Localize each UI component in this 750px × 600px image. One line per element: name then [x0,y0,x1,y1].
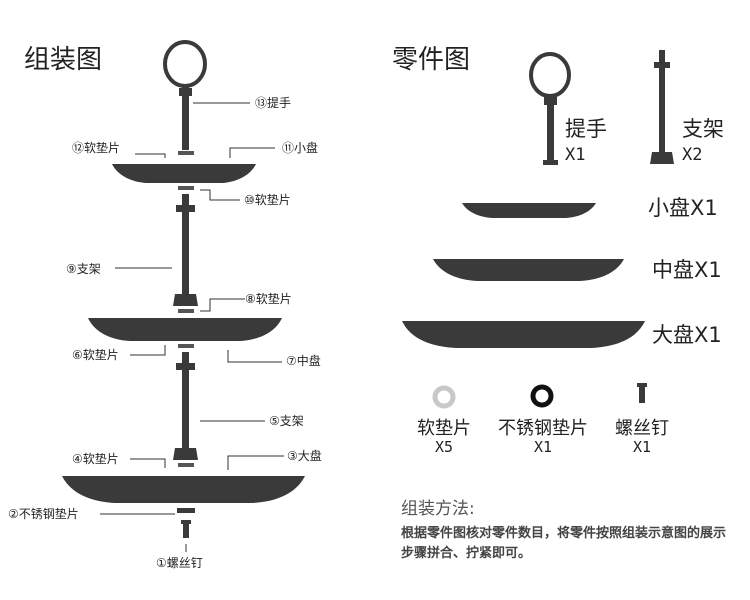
part-steel-washer-name: 不锈钢垫片 [498,418,588,439]
assembly-drawing [62,40,305,538]
assembled-large-plate [62,476,305,503]
part-screw-name: 螺丝钉 [615,418,669,439]
callout-washer-8: ⑧软垫片 [245,292,292,306]
part-handle-name: 提手 [565,117,607,141]
callout-handle: ⑬提手 [255,96,292,110]
assembled-steel-washer [177,508,195,513]
part-soft-washer-qty: X5 [434,438,454,456]
part-medium-plate-label: 中盘X1 [652,258,722,282]
part-stand-name: 支架 [682,117,724,141]
assembled-upper-stand [173,194,198,306]
part-steel-washer [530,384,554,408]
assembled-washer-8 [178,309,194,313]
callout-small-plate: ⑪小盘 [282,141,319,155]
callout-steel-washer: ②不锈钢垫片 [8,507,79,521]
assembled-washer-4 [178,463,194,467]
assembled-lower-stand [173,352,198,460]
assembled-medium-plate [88,318,282,341]
callout-washer-10: ⑩软垫片 [244,193,291,207]
part-soft-washer-name: 软垫片 [417,418,471,439]
parts-title: 零件图 [392,45,471,75]
part-medium-plate [433,259,624,281]
part-screw-qty: X1 [632,438,652,456]
part-handle [529,52,571,165]
assembled-washer-10 [178,186,194,190]
callout-washer-12: ⑫软垫片 [72,141,121,155]
callout-stand-9: ⑨支架 [66,262,101,276]
leader-lines [100,102,284,552]
assembly-title: 组装图 [24,45,103,75]
part-small-plate [462,203,596,218]
part-large-plate [402,321,645,348]
method-title: 组装方法: [401,499,475,519]
assembled-washer-12 [178,151,194,155]
assembled-handle-ring [163,40,207,88]
assembled-screw [181,520,191,538]
part-steel-washer-qty: X1 [533,438,553,456]
assembled-handle-rod [182,84,189,150]
callout-stand-5: ⑤支架 [269,414,304,428]
part-small-plate-label: 小盘X1 [648,196,718,220]
part-stand [650,50,674,164]
part-large-plate-label: 大盘X1 [652,323,722,347]
part-stand-qty: X2 [682,145,703,165]
part-handle-qty: X1 [565,145,586,165]
part-screw [637,383,647,403]
callout-medium-plate: ⑦中盘 [286,354,321,368]
callout-screw: ①螺丝钉 [156,556,203,570]
method-text: 根据零件图核对零件数目，将零件按照组装示意图的展示步骤拼合、拧紧即可。 [401,526,727,561]
callout-large-plate: ③大盘 [287,449,322,463]
assembled-small-plate [112,164,256,183]
parts-drawing [402,50,674,409]
callout-washer-6: ⑥软垫片 [72,348,119,362]
assembled-washer-6 [178,344,194,348]
callout-washer-4: ④软垫片 [72,452,119,466]
part-soft-washer [432,385,456,409]
